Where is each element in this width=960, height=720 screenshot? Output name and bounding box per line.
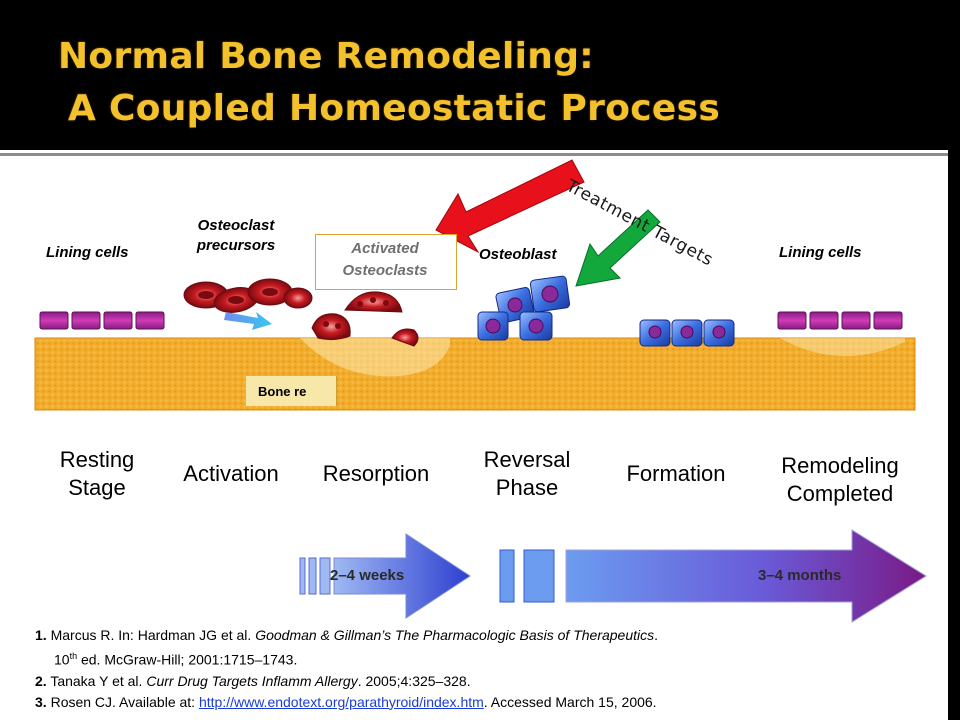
stage-formation: Formation [626, 461, 726, 486]
reference-1-edition: 10th ed. McGraw-Hill; 2001:1715–1743. [35, 646, 658, 671]
stage-resting-line-1: Resting [59, 447, 135, 472]
activated-label-line-2: Osteoclasts [342, 262, 428, 279]
bone-remodeling-label: Bone re [246, 376, 337, 406]
reference-3-number: 3. [35, 693, 47, 710]
right-border [948, 150, 960, 720]
timeline-long-label: 3–4 months [758, 567, 842, 584]
stage-resorption: Resorption [322, 461, 430, 486]
reference-1-book: Goodman & Gillman’s The Pharmacologic Ba… [255, 627, 655, 643]
edition-suffix: th [69, 651, 78, 661]
reference-3-link[interactable]: http://www.endotext.org/parathyroid/inde… [198, 693, 484, 710]
reference-2-journal: Curr Drug Targets Inflamm Allergy [146, 672, 358, 689]
timeline-short-label: 2–4 weeks [330, 567, 405, 584]
reference-1: 1. Marcus R. In: Hardman JG et al. Goodm… [35, 625, 658, 646]
references: 1. Marcus R. In: Hardman JG et al. Goodm… [35, 625, 658, 713]
reference-2-number: 2. [35, 672, 47, 689]
slide-title-line-2: A Coupled Homeostatic Process [68, 88, 721, 129]
title-bar [0, 0, 960, 150]
reference-2-end: . 2005;4:325–328. [357, 672, 471, 689]
stage-reversal: Reversal Phase [462, 446, 592, 502]
reference-2-authors: Tanaka Y et al. [46, 672, 147, 689]
precursors-line-2: precursors [196, 237, 276, 254]
stage-remodeling-completed: Remodeling Completed [760, 452, 920, 508]
title-divider [0, 153, 948, 156]
precursors-line-1: Osteoclast [197, 217, 275, 234]
stage-remodeling-line-2: Completed [786, 481, 894, 506]
reference-1-end: . [654, 627, 659, 643]
activated-label-line-1: Activated [351, 240, 419, 257]
bone-remodeling-text: Bone re [258, 384, 307, 399]
reference-3: 3. Rosen CJ. Available at: http://www.en… [35, 692, 658, 713]
activated-osteoclasts-label: Activated Osteoclasts [315, 238, 455, 282]
stage-reversal-line-2: Phase [495, 475, 559, 500]
reference-1-authors: Marcus R. In: Hardman JG et al. [46, 627, 256, 643]
osteoclast-precursors-label: Osteoclast precursors [176, 216, 296, 256]
stage-resting: Resting Stage [42, 446, 152, 502]
lining-cells-right-label: Lining cells [779, 244, 862, 261]
edition-number: 10 [54, 651, 70, 668]
stage-reversal-line-1: Reversal [483, 447, 571, 472]
reference-2: 2. Tanaka Y et al. Curr Drug Targets Inf… [35, 671, 658, 692]
stage-remodeling-line-1: Remodeling [781, 453, 899, 478]
osteoblasts-label: Osteoblast [479, 246, 557, 263]
lining-cells-left-label: Lining cells [46, 244, 129, 261]
edition-details: ed. McGraw-Hill; 2001:1715–1743. [77, 651, 298, 668]
reference-1-number: 1. [35, 627, 47, 643]
stage-activation: Activation [183, 461, 279, 486]
activated-osteoclasts-box [315, 234, 457, 290]
reference-3-end: . Accessed March 15, 2006. [483, 693, 657, 710]
reference-3-authors: Rosen CJ. Available at: [46, 693, 199, 710]
slide-title-line-1: Normal Bone Remodeling: [58, 36, 594, 77]
stage-resting-line-2: Stage [68, 475, 126, 500]
